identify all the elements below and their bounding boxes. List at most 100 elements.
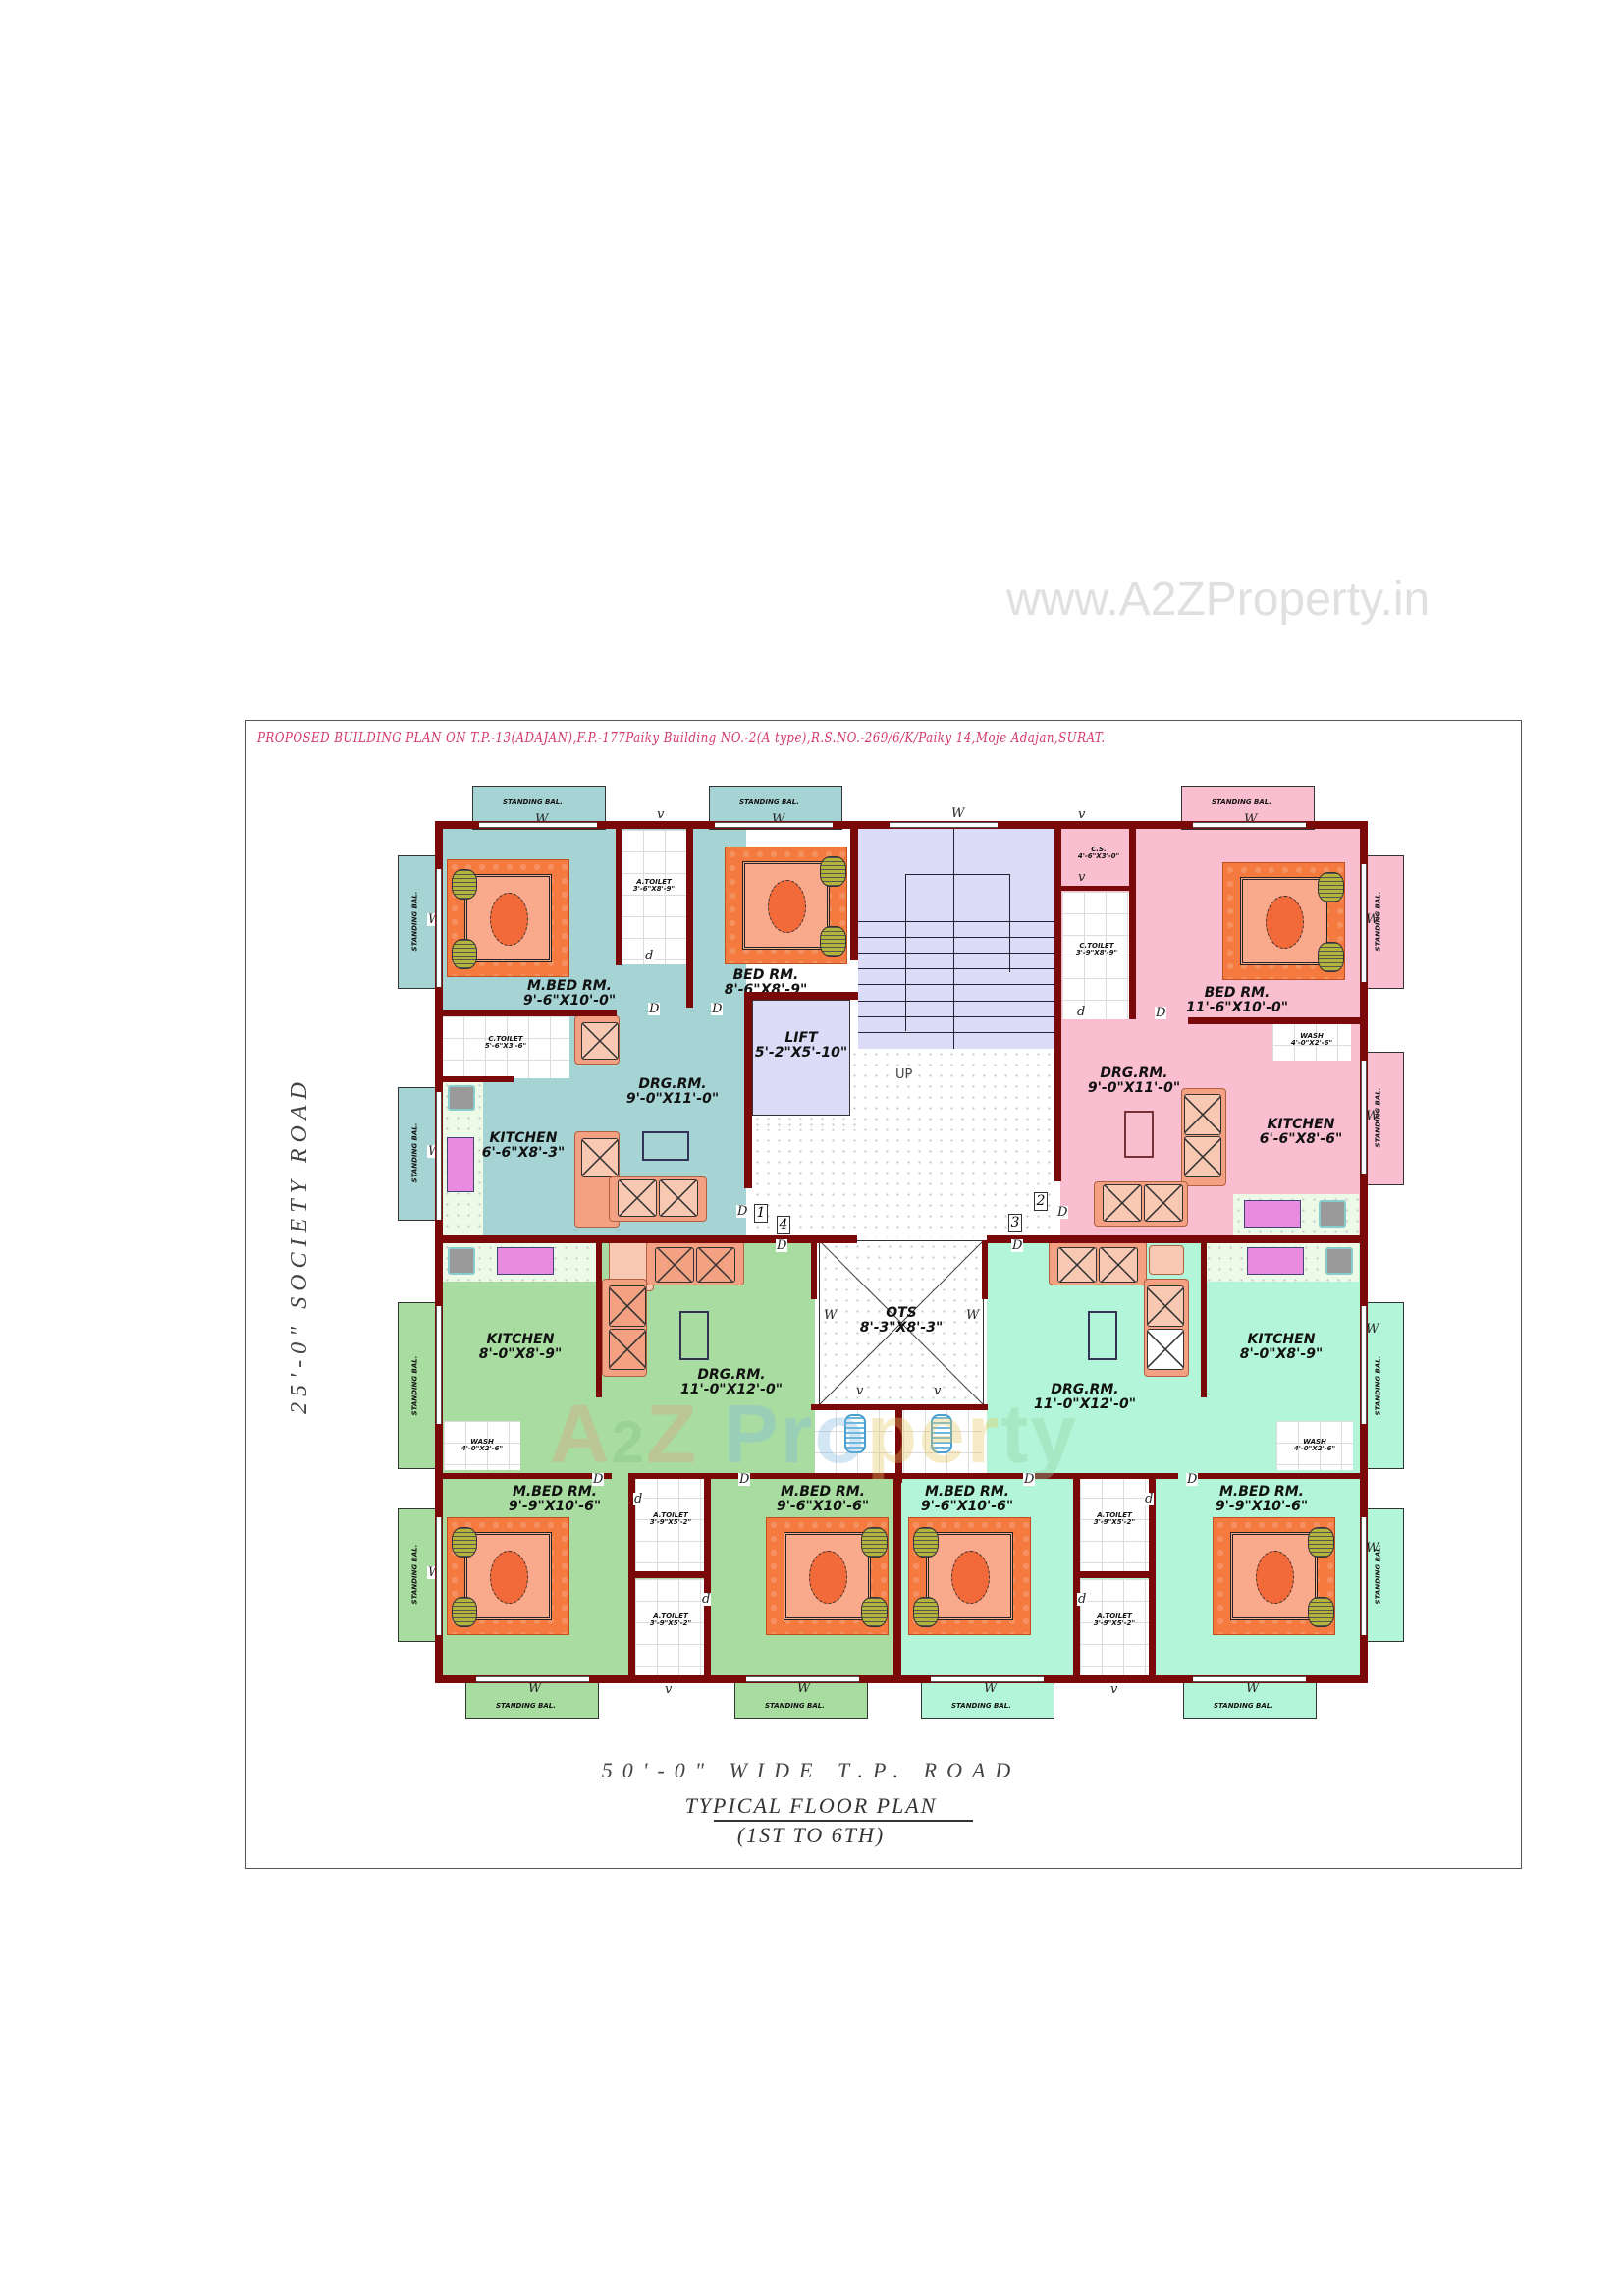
unit-number-4: 4 (777, 1216, 790, 1234)
toilet-door-marker: d (633, 1492, 644, 1506)
se-atoilet-1 (1080, 1476, 1149, 1571)
window (1361, 1061, 1367, 1174)
wall-mid-west (435, 1235, 857, 1243)
sw-atoilet-2 (635, 1579, 704, 1675)
ventilator-marker: v (1109, 1682, 1119, 1697)
ne-kitchen-sink-icon (1319, 1200, 1346, 1228)
toilet-door-marker: d (644, 949, 655, 963)
window-marker: W (1366, 1109, 1379, 1123)
wall-ots-left (811, 1240, 817, 1299)
outer-wall-bottom (435, 1675, 1368, 1683)
stair-up-label: UP (895, 1067, 913, 1082)
door-marker: D (1186, 1472, 1199, 1487)
wall-ne-cs-bottom (1060, 886, 1131, 891)
ne-table-icon (1124, 1111, 1154, 1158)
se-mbed2-label: M.BED RM.9'-9"X10'-6" (1215, 1484, 1309, 1514)
ne-balcony-right-2: STANDING BAL. (1361, 1052, 1404, 1185)
ots-cross-icon (819, 1240, 984, 1405)
wall-nw-ctoilet-bottom (435, 1076, 514, 1082)
window (436, 1517, 442, 1635)
wall-sw-toilet-left (628, 1473, 635, 1679)
nw-table-icon (642, 1131, 689, 1161)
window (715, 822, 833, 828)
sw-mbed1-label: M.BED RM.9'-9"X10'-6" (508, 1484, 602, 1514)
plan-header-title: PROPOSED BUILDING PLAN ON T.P.-13(ADAJAN… (257, 731, 1106, 746)
plan-title: TYPICAL FLOOR PLAN (684, 1793, 938, 1818)
unit-number-1: 1 (754, 1204, 768, 1223)
nw-atoilet (622, 830, 686, 964)
ne-bed-bed-icon (1222, 862, 1345, 980)
se-balcony-right-2: STANDING BAL. (1361, 1508, 1404, 1642)
ventilator-marker: v (1077, 807, 1087, 822)
unit-number-3: 3 (1008, 1214, 1022, 1232)
lift-shaft (752, 1000, 850, 1116)
door-marker: D (776, 1238, 788, 1253)
side-road-label: 25'-0" SOCIETY ROAD (287, 1076, 312, 1414)
ne-sofa-icon (1181, 1088, 1226, 1186)
wall-sw-toilet-right (704, 1473, 711, 1679)
door-marker: D (711, 1002, 724, 1016)
ne-kitchen-stove-icon (1244, 1200, 1301, 1228)
window (436, 1306, 442, 1424)
plan-subtitle: (1ST TO 6TH) (736, 1823, 886, 1847)
wall-lift-left (744, 992, 752, 1188)
nw-bed-bed-icon (725, 847, 847, 964)
wall-ne-bed-bottom (1188, 1017, 1365, 1024)
front-road-label: 50'-0" WIDE T.P. ROAD (601, 1758, 1021, 1782)
wall-stair-right (1054, 828, 1061, 1181)
ne-ctoilet (1062, 892, 1131, 1019)
se-wash (1276, 1421, 1353, 1470)
ne-sofa-icon (1094, 1181, 1188, 1227)
toilet-door-marker: d (1077, 1592, 1088, 1607)
sw-atoilet-1 (635, 1476, 704, 1571)
nw-mbed-label: M.BED RM.9'-6"X10'-0" (522, 978, 617, 1009)
window-marker: W (1366, 1541, 1379, 1556)
window (479, 822, 597, 828)
toilet-door-marker: d (1144, 1492, 1155, 1506)
window (476, 1676, 589, 1682)
wall-nw-toilet-left (616, 828, 622, 965)
se-mbed1-label: M.BED RM.9'-6"X10'-6" (920, 1484, 1014, 1514)
wall-se-kitchen-left (1201, 1240, 1207, 1397)
ventilator-marker: v (664, 1682, 674, 1697)
window (1361, 1517, 1367, 1635)
se-drg-label: DRG.RM.11'-0"X12'-0" (1033, 1382, 1137, 1412)
sw-kitchen-stove-icon (497, 1247, 554, 1275)
sw-balcony-left-2: STANDING BAL.W (398, 1508, 443, 1642)
nw-drg-label: DRG.RM.9'-0"X11'-0" (625, 1076, 720, 1107)
ne-bed-label: BED RM.11'-6"X10'-0" (1185, 985, 1289, 1015)
nw-kitchen-sink-icon (448, 1085, 475, 1111)
nw-mbed-bed-icon (447, 859, 569, 977)
sw-mbed2-bed-icon (766, 1517, 889, 1635)
ventilator-marker: v (656, 807, 666, 822)
wall-bed-row-mid (628, 1473, 1178, 1479)
window-marker: W (966, 1308, 980, 1323)
wall-bed-row-west (435, 1473, 612, 1479)
wall-ne-cs-right (1129, 828, 1136, 1019)
wall-bed-row-east (1193, 1473, 1368, 1479)
wc-pan-icon (844, 1414, 866, 1453)
ne-wash (1272, 1023, 1351, 1061)
door-marker: D (1011, 1238, 1024, 1253)
door-marker: D (648, 1002, 661, 1016)
toilet-door-marker: d (701, 1592, 712, 1607)
wall-unit-divider (893, 1473, 901, 1679)
wall-sw-kitchen-right (596, 1240, 602, 1397)
toilet-door-marker: d (1076, 1005, 1087, 1019)
window (1193, 822, 1306, 828)
nw-sofa-icon (574, 1015, 620, 1065)
outer-wall-right (1360, 821, 1368, 1683)
sw-sofa-icon (602, 1279, 647, 1377)
ventilator-marker: v (934, 1384, 942, 1398)
